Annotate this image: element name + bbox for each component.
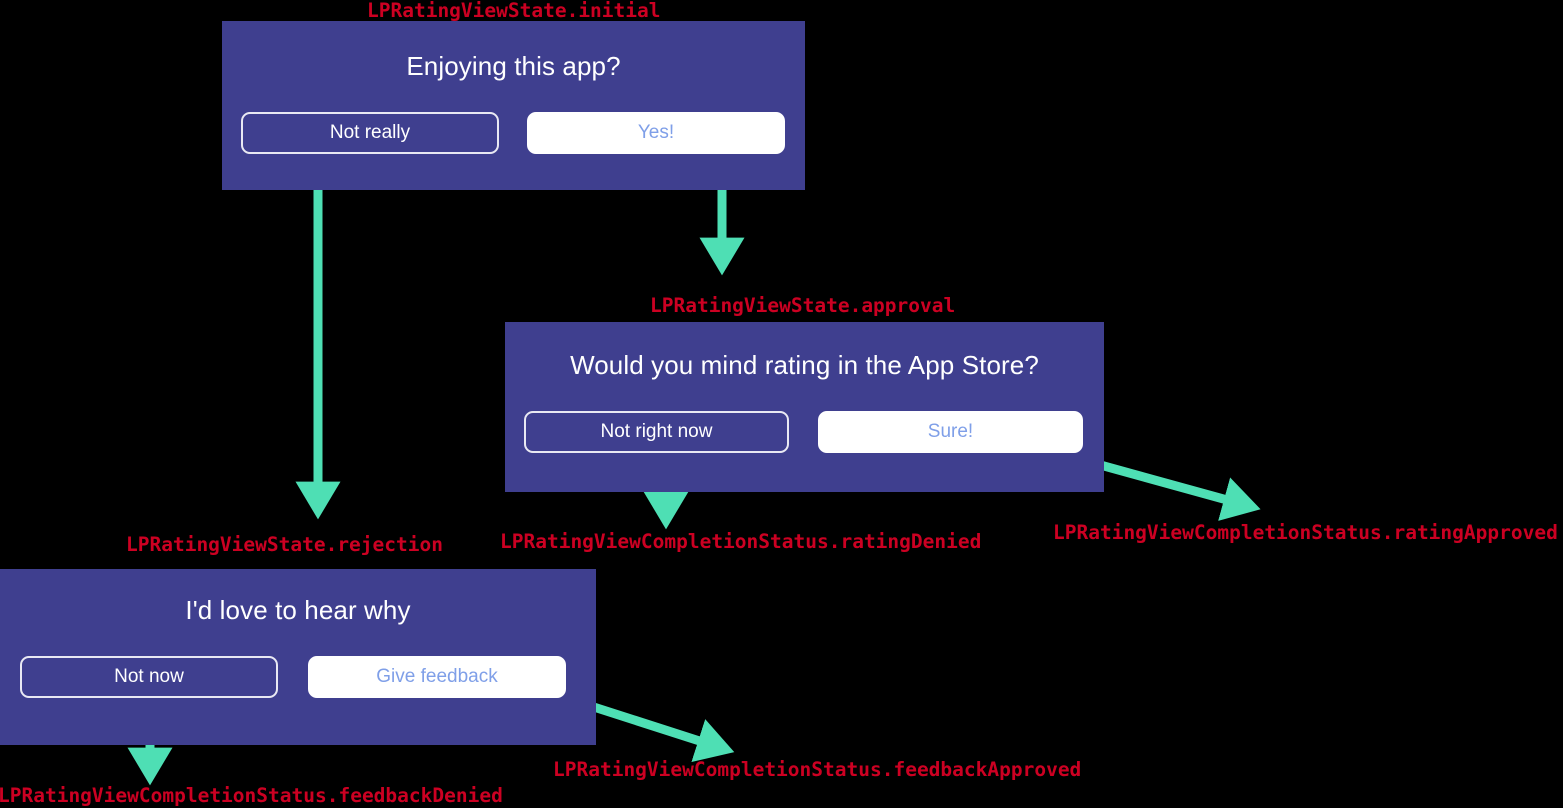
rating-card-rejection: I'd love to hear why Not now Give feedba… [0,569,596,745]
card-buttons-rejection: Not now Give feedback [0,656,596,699]
button-not-really[interactable]: Not really [241,112,499,155]
state-label-rejection: LPRatingViewState.rejection [126,533,443,556]
state-label-initial: LPRatingViewState.initial [367,0,661,22]
card-title-rejection: I'd love to hear why [185,595,411,625]
button-not-right-now[interactable]: Not right now [524,411,789,454]
button-yes[interactable]: Yes! [527,112,785,155]
rating-card-approval: Would you mind rating in the App Store? … [505,322,1104,492]
card-buttons-approval: Not right now Sure! [505,411,1104,454]
button-give-feedback[interactable]: Give feedback [308,656,566,699]
completion-label-rating-denied: LPRatingViewCompletionStatus.ratingDenie… [500,530,982,553]
completion-label-rating-approved: LPRatingViewCompletionStatus.ratingAppro… [1053,521,1558,544]
card-title-initial: Enjoying this app? [406,51,621,81]
completion-label-feedback-denied: LPRatingViewCompletionStatus.feedbackDen… [0,784,503,807]
completion-label-feedback-approved: LPRatingViewCompletionStatus.feedbackApp… [553,758,1082,781]
rating-card-initial: Enjoying this app? Not really Yes! [222,21,805,190]
state-label-approval: LPRatingViewState.approval [650,294,956,317]
card-buttons-initial: Not really Yes! [222,112,805,155]
button-not-now[interactable]: Not now [20,656,278,699]
button-sure[interactable]: Sure! [818,411,1083,454]
card-title-approval: Would you mind rating in the App Store? [570,350,1039,380]
